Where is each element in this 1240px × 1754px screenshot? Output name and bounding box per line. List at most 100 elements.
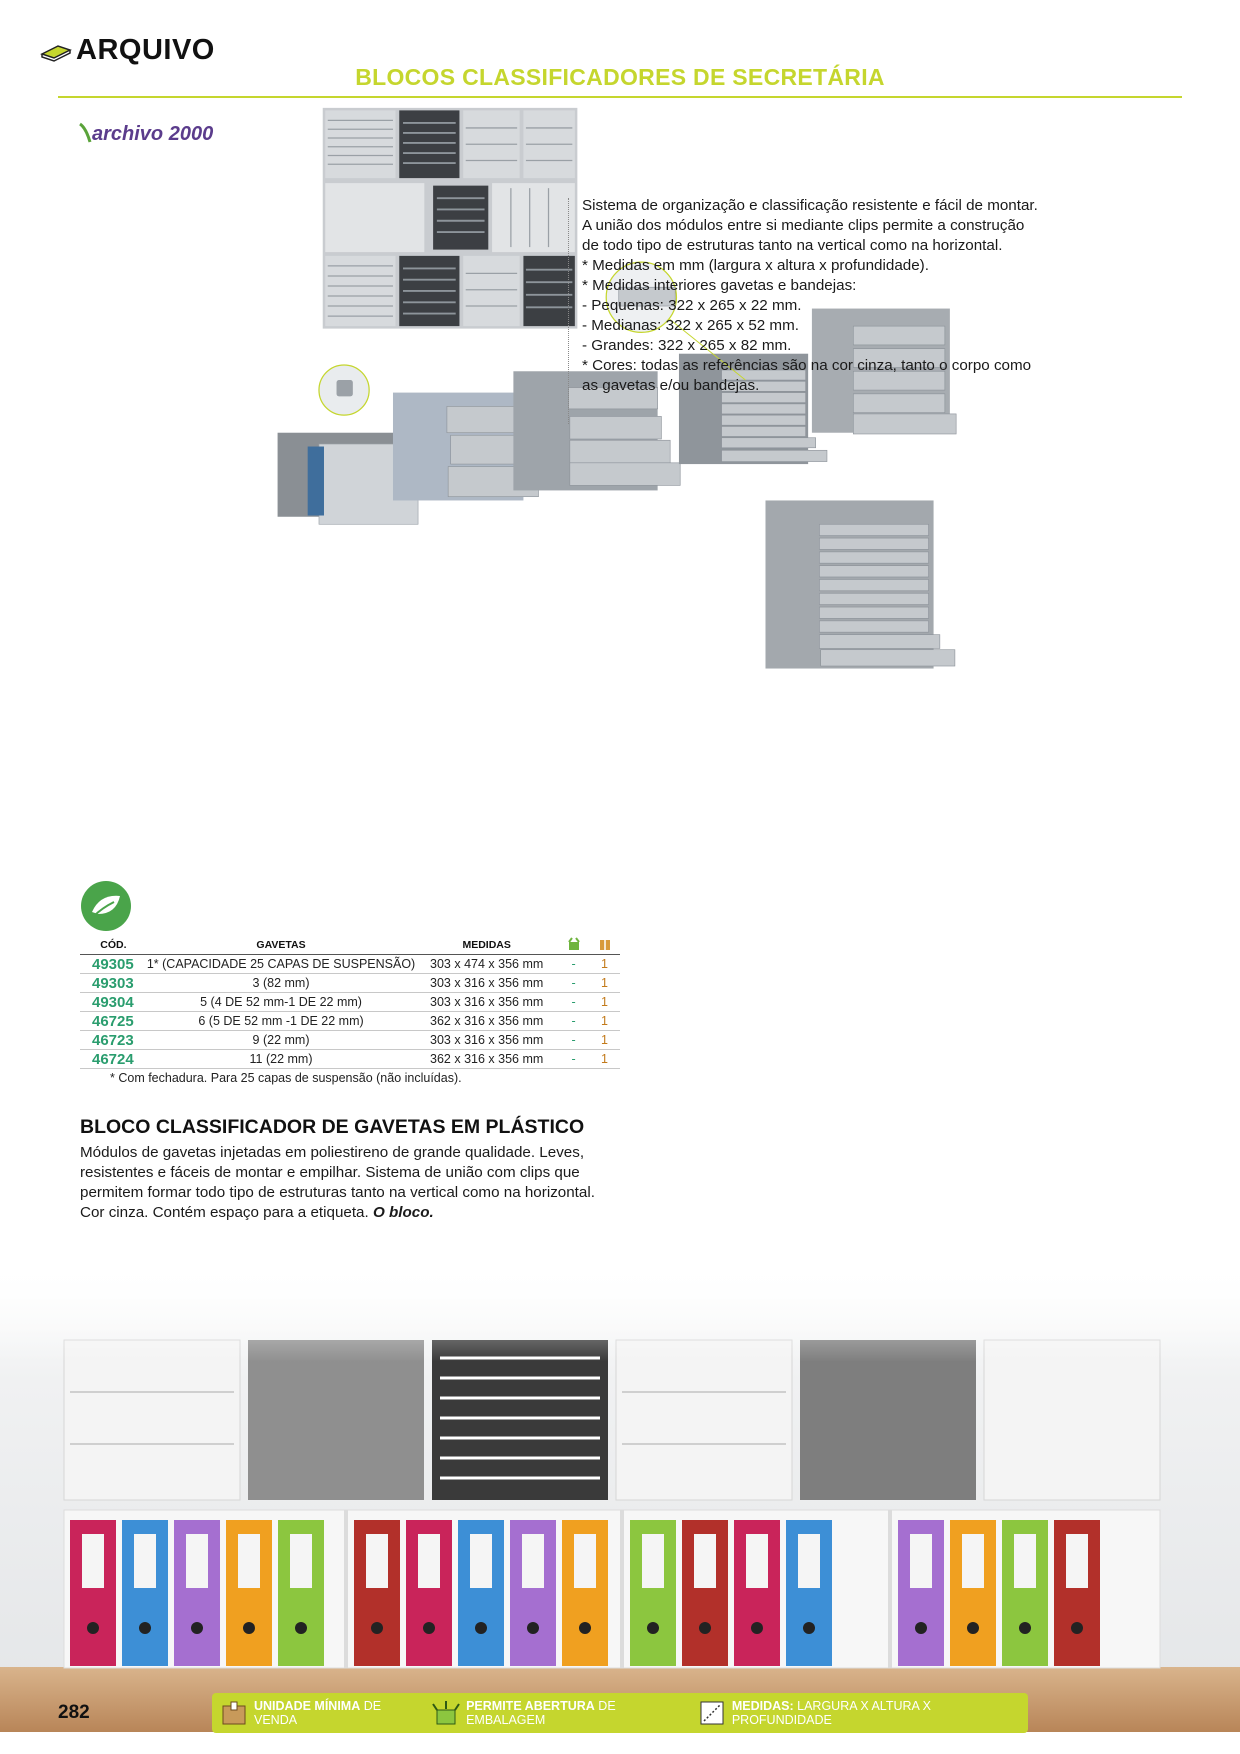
binder-ring-hole [191, 1622, 203, 1634]
product-line: resistentes e fáceis de montar e empilha… [80, 1164, 580, 1181]
binder-label [642, 1534, 664, 1588]
dimensions: 362 x 316 x 356 mm [415, 1049, 559, 1069]
legend-label-bold: MEDIDAS: [731, 1699, 794, 1713]
product-line: Cor cinza. Contém espaço para a etiqueta… [80, 1203, 640, 1223]
open-package-value: - [558, 954, 590, 974]
binder-label [82, 1534, 104, 1588]
drawer-count: 11 (22 mm) [146, 1049, 416, 1069]
description-line: * Cores: todas as referências são na cor… [582, 357, 1032, 374]
binder-label [798, 1534, 820, 1588]
binder-ring-hole [579, 1622, 591, 1634]
legend-open-package: PERMITE ABERTURA DE EMBALAGEM [432, 1699, 676, 1727]
description-line: * Medidas interiores gavetas e bandejas: [582, 277, 857, 294]
table-row: 49304 5 (4 DE 52 mm-1 DE 22 mm) 303 x 31… [80, 992, 620, 1012]
legend-label: LARGURA X ALTURA X PROFUNDIDADE [731, 1699, 931, 1727]
section-title: ARQUIVO [40, 30, 215, 70]
col-open-package [558, 936, 590, 955]
dimensions: 303 x 474 x 356 mm [415, 954, 559, 974]
binder-label [522, 1534, 544, 1588]
description-line: - Grandes: 322 x 265 x 82 mm. [582, 337, 792, 354]
page-number: 282 [58, 1702, 90, 1723]
drawer-count: 1* (CAPACIDADE 25 CAPAS DE SUSPENSÃO) [146, 954, 416, 974]
binder-ring-hole [915, 1622, 927, 1634]
binder-ring-hole [423, 1622, 435, 1634]
product-title: BLOCO CLASSIFICADOR DE GAVETAS EM PLÁSTI… [80, 1116, 585, 1138]
description-line: Sistema de organização e classificação r… [582, 197, 1038, 214]
eco-leaf-icon [81, 881, 131, 931]
binder-ring-hole [751, 1622, 763, 1634]
description-line: - Medianas: 322 x 265 x 52 mm. [582, 317, 799, 334]
binder-ring-hole [139, 1622, 151, 1634]
product-table: CÓD. GAVETAS MEDIDAS 49305 1* (CAPACIDAD… [80, 936, 620, 1069]
brand-logo-text: archivo 2000 [92, 123, 213, 145]
drawer-count: 5 (4 DE 52 mm-1 DE 22 mm) [146, 992, 416, 1012]
product-unit-emphasis: O bloco. [372, 1204, 434, 1221]
binder-ring-hole [1071, 1622, 1083, 1634]
archivo-2000-logo: archivo 2000 [79, 122, 213, 145]
binder-label [470, 1534, 492, 1588]
open-package-value: - [558, 1030, 590, 1050]
binder-ring-hole [87, 1622, 99, 1634]
binder-ring-hole [243, 1622, 255, 1634]
table-row: 46724 11 (22 mm) 362 x 316 x 356 mm - 1 [80, 1049, 620, 1069]
binder-label [418, 1534, 440, 1588]
measure-icon [700, 1701, 724, 1725]
binder-ring-hole [699, 1622, 711, 1634]
box-icon [599, 939, 610, 950]
description-line: as gavetas e/ou bandejas. [582, 377, 760, 394]
open-package-value: - [558, 1011, 590, 1031]
binder-ring-hole [371, 1622, 383, 1634]
legend-label-bold: UNIDADE MÍNIMA [254, 1699, 361, 1713]
open-package-value: - [558, 1049, 590, 1069]
dimensions: 362 x 316 x 356 mm [415, 1011, 559, 1031]
product-last-line: Cor cinza. Contém espaço para a etiqueta… [80, 1204, 369, 1221]
legend-label: DE VENDA [254, 1699, 382, 1727]
open-package-icon [567, 936, 580, 950]
col-code: CÓD. [80, 936, 147, 955]
min-unit-value: 1 [589, 954, 620, 974]
product-line: permitem formar todo tipo de estruturas … [80, 1184, 595, 1201]
binder-label [134, 1534, 156, 1588]
col-box [589, 936, 620, 955]
binder-label [290, 1534, 312, 1588]
min-unit-value: 1 [589, 992, 620, 1012]
table-row: 49303 3 (82 mm) 303 x 316 x 356 mm - 1 [80, 973, 620, 993]
drawer-count: 9 (22 mm) [146, 1030, 416, 1050]
product-code: 49305 [80, 954, 147, 974]
min-unit-value: 1 [589, 973, 620, 993]
min-unit-value: 1 [589, 1011, 620, 1031]
table-row: 46725 6 (5 DE 52 mm -1 DE 22 mm) 362 x 3… [80, 1011, 620, 1031]
product-code: 46724 [80, 1049, 147, 1069]
system-description: Sistema de organização e classificação r… [582, 196, 1052, 396]
legend-measures: MEDIDAS: LARGURA X ALTURA X PROFUNDIDADE [698, 1699, 1006, 1727]
min-unit-value: 1 [589, 1030, 620, 1050]
description-line: A união dos módulos entre si mediante cl… [582, 217, 1025, 234]
product-code: 49303 [80, 973, 147, 993]
binder-ring-hole [647, 1622, 659, 1634]
min-unit-value: 1 [589, 1049, 620, 1069]
drawer-units-image [277, 261, 957, 669]
product-line: Módulos de gavetas injetadas em poliesti… [80, 1144, 585, 1161]
table-row: 49305 1* (CAPACIDADE 25 CAPAS DE SUSPENS… [80, 954, 620, 974]
box-icon [222, 1701, 246, 1725]
binder-ring-hole [475, 1622, 487, 1634]
table-header-row: CÓD. GAVETAS MEDIDAS [80, 936, 620, 955]
book-icon [40, 45, 72, 62]
binder-label [1066, 1534, 1088, 1588]
description-line: - Pequenas: 322 x 265 x 22 mm. [582, 297, 802, 314]
binder-label [574, 1534, 596, 1588]
dimensions: 303 x 316 x 356 mm [415, 992, 559, 1012]
col-size: MEDIDAS [415, 936, 559, 955]
product-code: 49304 [80, 992, 147, 1012]
col-drawers: GAVETAS [146, 936, 416, 955]
product-code: 46723 [80, 1030, 147, 1050]
modular-wall-image [322, 107, 578, 329]
binder-ring-hole [803, 1622, 815, 1634]
drawer-shelf [63, 1339, 1161, 1501]
drawer-count: 6 (5 DE 52 mm -1 DE 22 mm) [146, 1011, 416, 1031]
product-description: Módulos de gavetas injetadas em poliesti… [80, 1143, 640, 1223]
binder-ring-hole [527, 1622, 539, 1634]
legend-bar: UNIDADE MÍNIMA DE VENDA PERMITE ABERTURA… [212, 1693, 1028, 1733]
open-package-value: - [558, 973, 590, 993]
description-line: * Medidas em mm (largura x altura x prof… [582, 257, 929, 274]
